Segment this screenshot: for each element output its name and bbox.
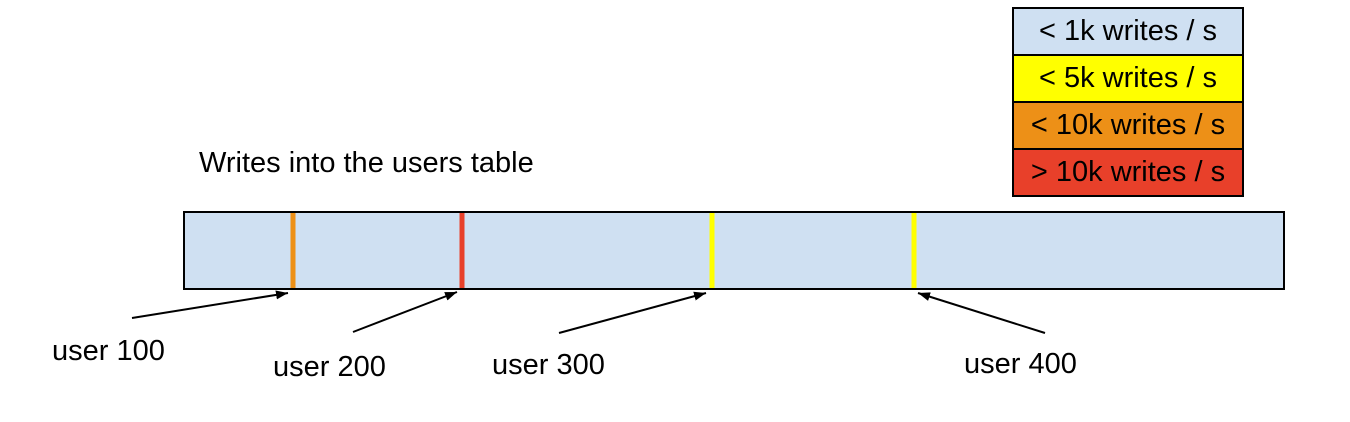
legend-item-label: < 5k writes / s	[1038, 62, 1218, 94]
arrow-user-400	[917, 292, 1046, 334]
legend-item-lt-1k: < 1k writes / s	[1014, 9, 1242, 54]
legend-item-label: > 10k writes / s	[1030, 156, 1226, 188]
write-hotspot-tick-user-300	[709, 213, 715, 288]
legend: < 1k writes / s < 5k writes / s < 10k wr…	[1012, 7, 1244, 197]
legend-item-lt-10k: < 10k writes / s	[1014, 101, 1242, 148]
legend-item-gt-10k: > 10k writes / s	[1014, 148, 1242, 195]
write-hotspot-tick-user-100	[290, 213, 296, 288]
label-user-200: user 200	[273, 351, 386, 383]
arrow-user-100	[131, 290, 289, 319]
write-hotspot-tick-user-400	[911, 213, 917, 288]
arrow-user-200	[352, 291, 458, 333]
users-table-bar	[183, 211, 1285, 290]
write-hotspot-tick-user-200	[459, 213, 465, 288]
legend-item-label: < 10k writes / s	[1030, 109, 1226, 141]
label-user-400: user 400	[964, 348, 1077, 380]
label-user-300: user 300	[492, 349, 605, 381]
legend-item-lt-5k: < 5k writes / s	[1014, 54, 1242, 101]
arrow-user-300	[558, 291, 707, 334]
diagram-title: Writes into the users table	[199, 147, 534, 179]
label-user-100: user 100	[52, 335, 165, 367]
legend-item-label: < 1k writes / s	[1038, 15, 1218, 47]
